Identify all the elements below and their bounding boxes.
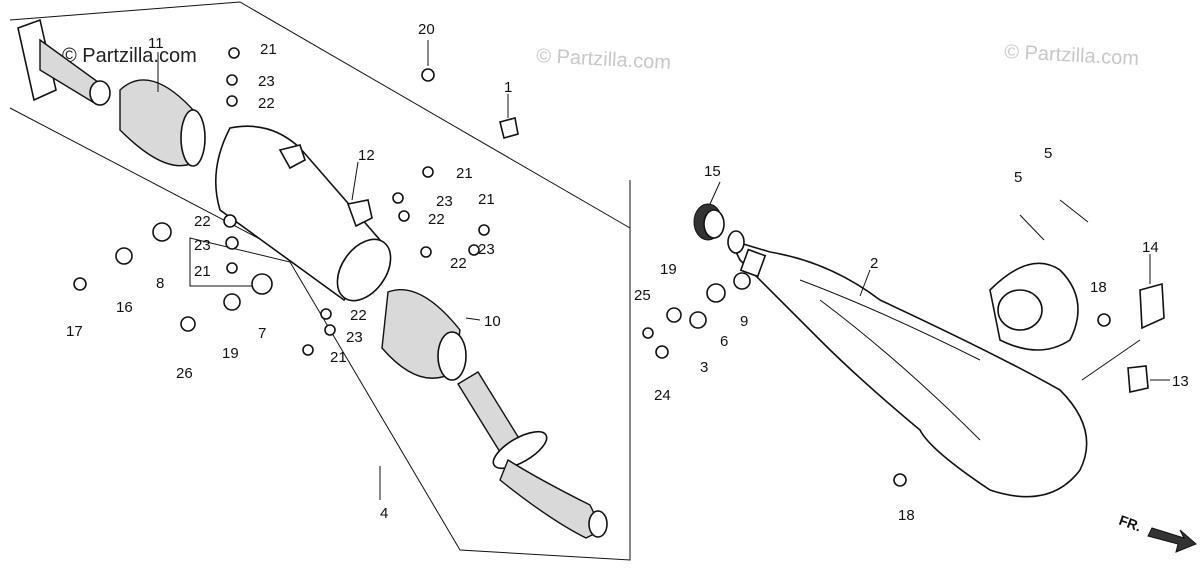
part-number-labels: 1 2 3 4 5 5 6 7 8 9 10 11 12 13 14 15 16… — [66, 21, 1189, 524]
watermark-center: © Partzilla.com — [536, 45, 672, 74]
silencer-packing-10 — [381, 288, 467, 381]
exhaust-gasket-15 — [693, 203, 725, 241]
part-label: 9 — [740, 313, 748, 330]
part-label: 22 — [350, 307, 367, 324]
part-label: 10 — [484, 313, 501, 330]
part-label: 23 — [194, 237, 211, 254]
part-label: 18 — [1090, 279, 1107, 296]
part-label: 7 — [258, 325, 266, 342]
part-label: 16 — [116, 299, 133, 316]
part-label: 5 — [1044, 145, 1052, 162]
hardware — [73, 47, 1165, 487]
part-label: 18 — [898, 507, 915, 524]
part-label: 21 — [260, 41, 277, 58]
part-label: 2 — [870, 255, 878, 272]
part-label: 21 — [478, 191, 495, 208]
leader-lines — [157, 40, 1170, 500]
part-label: 1 — [504, 79, 512, 96]
muffler-body-12 — [215, 125, 392, 302]
springs-5 — [1019, 199, 1089, 241]
part-label: 22 — [450, 255, 467, 272]
part-label: 25 — [634, 287, 651, 304]
silencer-packing-11 — [119, 79, 206, 167]
watermark-right: © Partzilla.com — [1004, 41, 1140, 70]
front-direction-label: FR. — [1117, 512, 1144, 535]
part-label: 11 — [148, 35, 164, 52]
part-label: 4 — [380, 505, 388, 522]
part-label: 22 — [428, 211, 445, 228]
part-label: 22 — [258, 95, 275, 112]
part-label: 23 — [478, 241, 495, 258]
part-label: 3 — [700, 359, 708, 376]
part-label: 22 — [194, 213, 211, 230]
part-label: 6 — [720, 333, 728, 350]
part-label: 21 — [456, 165, 473, 182]
muffler-end-cap — [17, 18, 111, 106]
part-label: 12 — [358, 147, 375, 164]
part-label: 21 — [194, 263, 211, 280]
part-label: 19 — [660, 261, 677, 278]
part-label: 17 — [66, 323, 83, 340]
muffler-assembly-outline — [9, 1, 631, 561]
part-label: 23 — [346, 329, 363, 346]
watermark-left: © Partzilla.com — [62, 45, 197, 67]
part-label: 13 — [1172, 373, 1189, 390]
part-label: 5 — [1014, 169, 1022, 186]
part-label: 15 — [704, 163, 721, 180]
part-label: 26 — [176, 365, 193, 382]
expansion-chamber-2 — [727, 230, 1088, 498]
part-label: 23 — [436, 193, 453, 210]
part-label: 19 — [222, 345, 239, 362]
inner-pipe — [457, 371, 608, 539]
part-label: 24 — [654, 387, 671, 404]
part-label: 8 — [156, 275, 164, 292]
part-label: 20 — [418, 21, 435, 38]
part-label: 23 — [258, 73, 275, 90]
part-label: 14 — [1142, 239, 1159, 256]
part-label: 21 — [330, 349, 347, 366]
front-direction-arrow: FR. — [1117, 512, 1197, 553]
